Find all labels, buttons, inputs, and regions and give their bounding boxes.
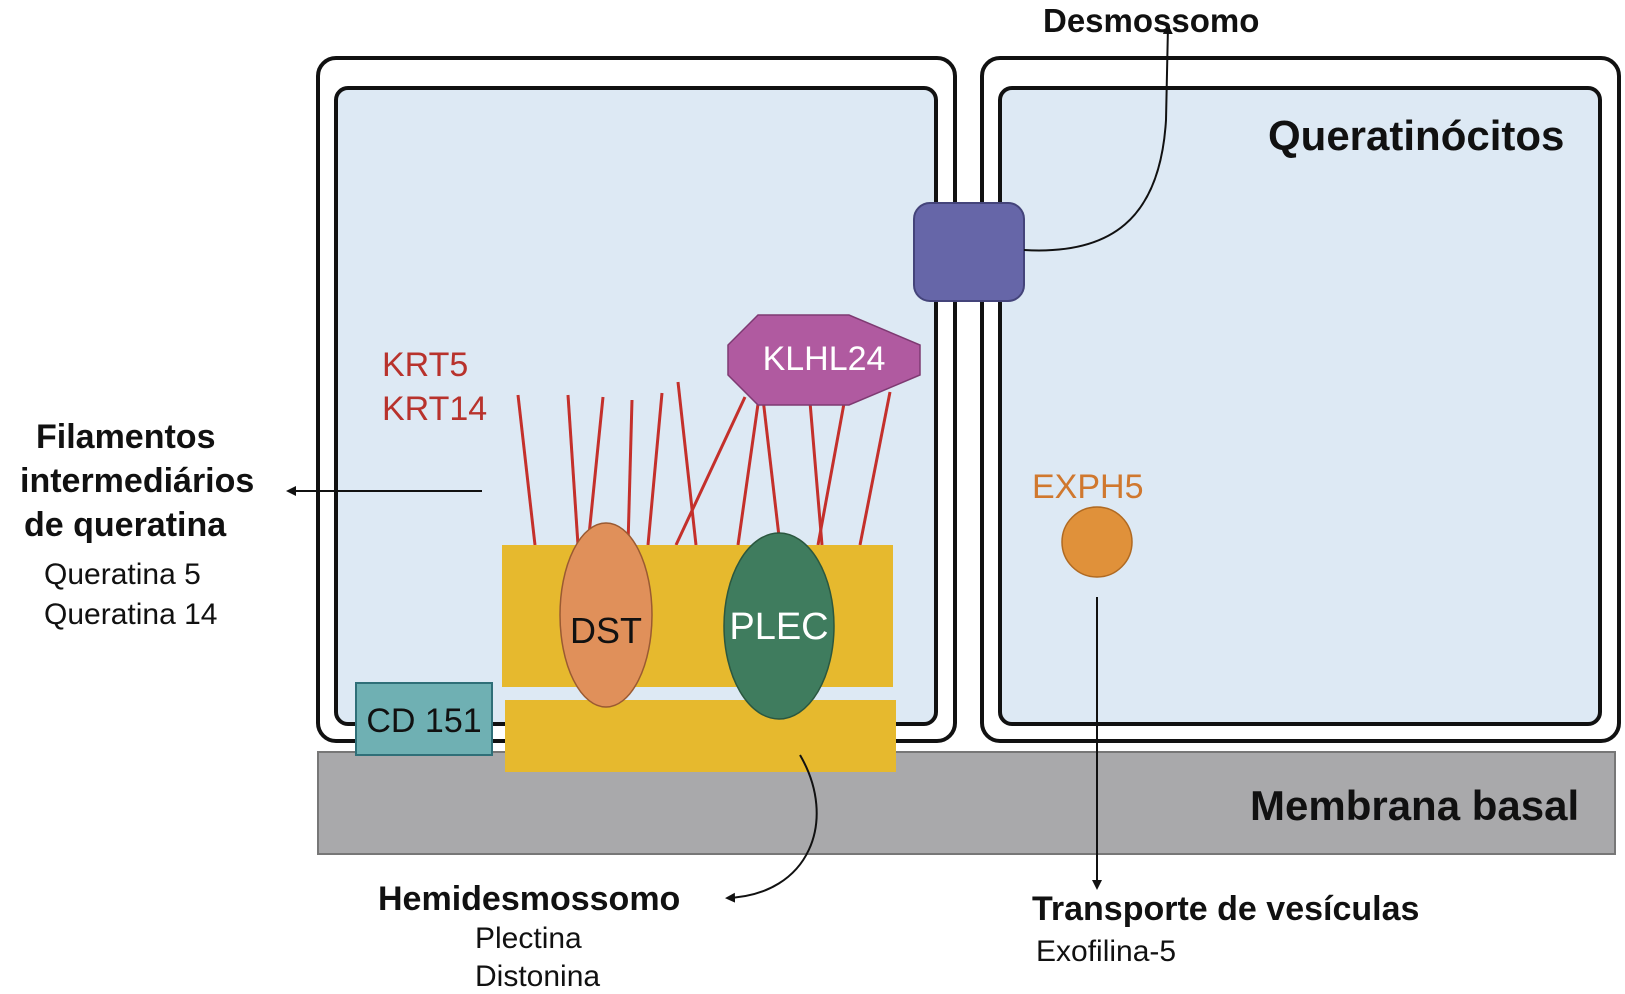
cd151-box bbox=[355, 682, 493, 756]
cd151-label: CD 151 bbox=[366, 702, 482, 740]
hemidesmossomo-label: Hemidesmossomo bbox=[378, 880, 681, 918]
right-cell-inner bbox=[998, 86, 1602, 726]
keratin-filaments bbox=[516, 381, 892, 546]
queratinocitos-label: Queratinócitos bbox=[1268, 112, 1565, 159]
plec-ellipse bbox=[723, 532, 835, 720]
filamentos-line2: intermediários bbox=[20, 462, 255, 500]
dst-ellipse bbox=[559, 522, 653, 708]
hemidesmossomo-arrow bbox=[725, 754, 818, 903]
queratina-5-label: Queratina 5 bbox=[44, 558, 201, 591]
desmosome-box bbox=[913, 202, 1025, 302]
filamentos-line1: Filamentos bbox=[36, 418, 216, 456]
desmossomo-label: Desmossomo bbox=[1043, 2, 1260, 39]
klhl24-label: KLHL24 bbox=[762, 340, 886, 378]
desmossomo-arrow bbox=[1023, 24, 1173, 252]
exph5-circle bbox=[1061, 506, 1133, 578]
distonina-label: Distonina bbox=[475, 960, 601, 993]
transporte-label: Transporte de vesículas bbox=[1032, 890, 1420, 928]
membrana-basal-label: Membrana basal bbox=[1250, 782, 1580, 829]
krt5-label: KRT5 bbox=[382, 346, 469, 384]
plec-label: PLEC bbox=[729, 606, 829, 648]
queratina-14-label: Queratina 14 bbox=[44, 598, 218, 631]
exofilina-label: Exofilina-5 bbox=[1036, 935, 1177, 968]
plectina-label: Plectina bbox=[475, 922, 582, 955]
klhl24-octagon bbox=[727, 314, 921, 406]
hemidesmosome-plate-lower bbox=[505, 700, 896, 772]
exph5-label: EXPH5 bbox=[1032, 468, 1144, 506]
filamentos-line3: de queratina bbox=[24, 506, 227, 544]
krt14-label: KRT14 bbox=[382, 390, 488, 428]
dst-label: DST bbox=[570, 610, 642, 651]
